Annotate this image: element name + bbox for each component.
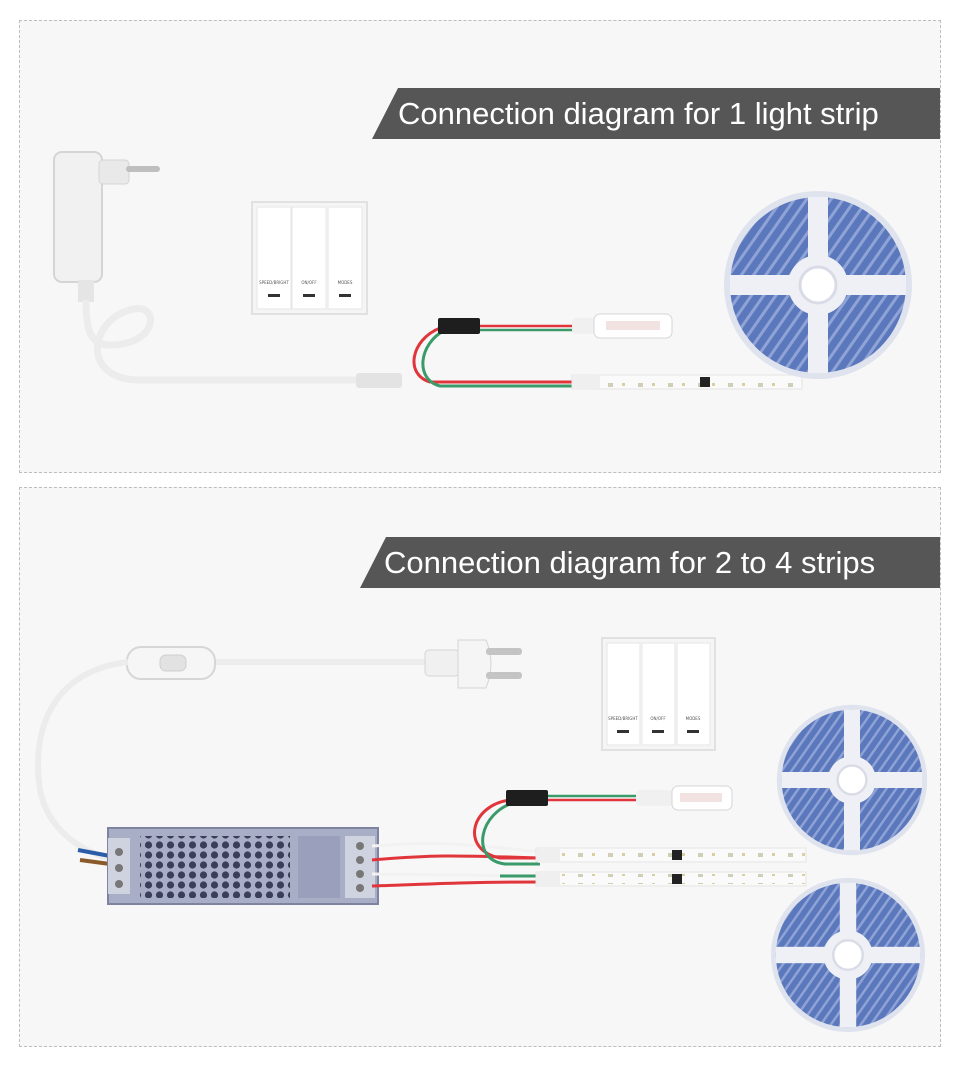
psu-output-wires [371, 794, 640, 888]
led-strip-1 [571, 374, 803, 390]
rf-controller [572, 313, 673, 339]
wall-switch-panel-2: SPEED/BRIGHT ON/OFF MODES [601, 637, 716, 751]
led-strip-reel-2 [775, 703, 929, 857]
jst-connector-2 [506, 790, 548, 806]
rf-controller-2 [636, 785, 733, 811]
diagram-2-title-banner: Connection diagram for 2 to 4 strips [360, 537, 940, 588]
wall-switch-panel: SPEED/BRIGHT ON/OFF MODES [251, 201, 368, 315]
dc-connector [356, 373, 402, 388]
led-power-supply [107, 827, 379, 905]
power-adapter [53, 151, 160, 302]
led-strip-3 [535, 871, 807, 887]
led-strip-reel-3 [769, 876, 927, 1034]
diagram-2-title: Connection diagram for 2 to 4 strips [384, 544, 876, 580]
switch-label-speed: SPEED/BRIGHT [259, 280, 289, 285]
switch-label-onoff-2: ON/OFF [650, 716, 666, 721]
switch-label-speed-2: SPEED/BRIGHT [608, 716, 638, 721]
switch-label-modes: MODES [338, 280, 353, 285]
led-strip-reel-1 [722, 189, 914, 381]
jst-connector [438, 318, 480, 334]
power-plug [212, 639, 522, 689]
inline-rocker-switch [126, 646, 216, 680]
mains-terminal-wires [77, 848, 111, 866]
controller-wires [412, 324, 575, 388]
diagram-1-title-banner: Connection diagram for 1 light strip [372, 88, 940, 139]
diagram-1-title: Connection diagram for 1 light strip [398, 95, 879, 131]
mains-cable [35, 659, 129, 861]
led-strip-2 [535, 847, 807, 863]
switch-label-onoff: ON/OFF [301, 280, 317, 285]
adapter-cable [82, 299, 360, 384]
switch-label-modes-2: MODES [686, 716, 701, 721]
